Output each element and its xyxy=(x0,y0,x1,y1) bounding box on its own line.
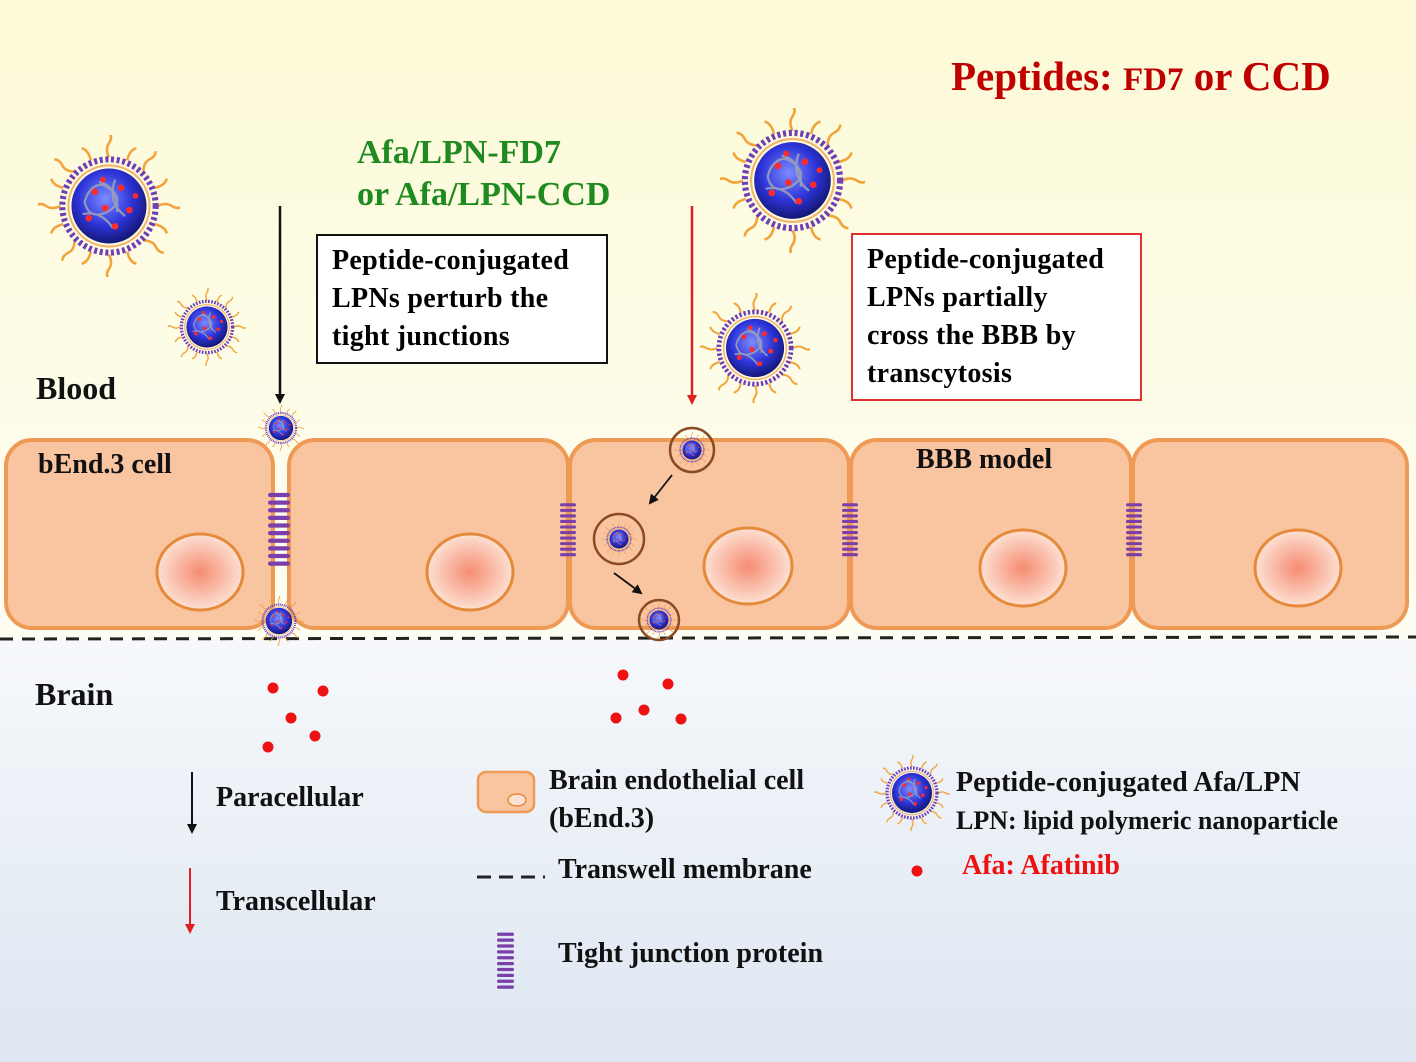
brain-region xyxy=(0,640,1416,1062)
peptides-prefix: Peptides: xyxy=(951,53,1113,99)
legend-transcellular-label: Transcellular xyxy=(216,886,376,917)
legend-endothelial-label-line1: Brain endothelial cell xyxy=(549,765,805,796)
paracellular-box-line: Peptide-conjugated xyxy=(332,245,570,276)
vesicle-path-arrow xyxy=(648,474,673,505)
transcytosis-explanation-box: Peptide-conjugated LPNs partially cross … xyxy=(851,233,1142,401)
paracellular-box-line: tight junctions xyxy=(332,321,510,352)
transcytosis-box-line: Peptide-conjugated xyxy=(867,244,1105,275)
blood-label: Blood xyxy=(36,370,117,406)
paracellular-explanation-box: Peptide-conjugated LPNs perturb the tigh… xyxy=(316,234,608,364)
legend-transwell-label: Transwell membrane xyxy=(558,854,812,885)
legend-tight-junction-label: Tight junction protein xyxy=(558,938,824,969)
peptide-fd7: FD7 xyxy=(1122,62,1184,98)
transcytosis-box-line: LPNs partially xyxy=(867,282,1048,313)
bbb-model-label: BBB model xyxy=(916,444,1053,475)
endothelial-cell-layer xyxy=(4,438,1409,630)
formulation-label-line2: or Afa/LPN-CCD xyxy=(357,176,611,213)
legend-paracellular-label: Paracellular xyxy=(216,782,364,813)
peptides-or: or xyxy=(1193,53,1232,99)
bend3-cell-label: bEnd.3 cell xyxy=(38,449,172,480)
transcytosis-box-line: cross the BBB by xyxy=(867,320,1076,351)
peptide-ccd: CCD xyxy=(1241,53,1331,99)
legend-lpn-label-line2: LPN: lipid polymeric nanoparticle xyxy=(956,806,1339,835)
endothelial-cell xyxy=(1131,438,1409,630)
legend-afatinib-dot-icon xyxy=(911,865,923,877)
legend-endothelial-label-line2: (bEnd.3) xyxy=(549,803,655,834)
transwell-membrane-line xyxy=(0,635,1416,641)
legend-endothelial-cell-icon xyxy=(476,770,536,814)
paracellular-box-line: LPNs perturb the xyxy=(332,283,549,314)
cell-nucleus xyxy=(425,532,515,612)
exocytic-vesicle xyxy=(637,598,681,642)
formulation-label-line1: Afa/LPN-FD7 xyxy=(357,134,561,171)
legend-lpn-label-line1: Peptide-conjugated Afa/LPN xyxy=(956,767,1301,798)
transcytosis-box-line: transcytosis xyxy=(867,358,1013,389)
endothelial-cell xyxy=(287,438,570,630)
endothelial-cell xyxy=(849,438,1133,630)
brain-label: Brain xyxy=(35,676,114,712)
vesicle-path-arrow xyxy=(613,572,643,595)
legend-afatinib-label: Afa: Afatinib xyxy=(962,850,1120,881)
cell-nucleus xyxy=(702,526,794,606)
cell-nucleus xyxy=(155,532,245,612)
endocytic-vesicle xyxy=(668,426,716,474)
afatinib-dots xyxy=(262,669,687,753)
cell-nucleus xyxy=(1253,528,1343,608)
peptides-title: Peptides: FD7 or CCD xyxy=(951,52,1331,100)
cell-nucleus xyxy=(978,528,1068,608)
endocytic-vesicle xyxy=(592,512,646,566)
